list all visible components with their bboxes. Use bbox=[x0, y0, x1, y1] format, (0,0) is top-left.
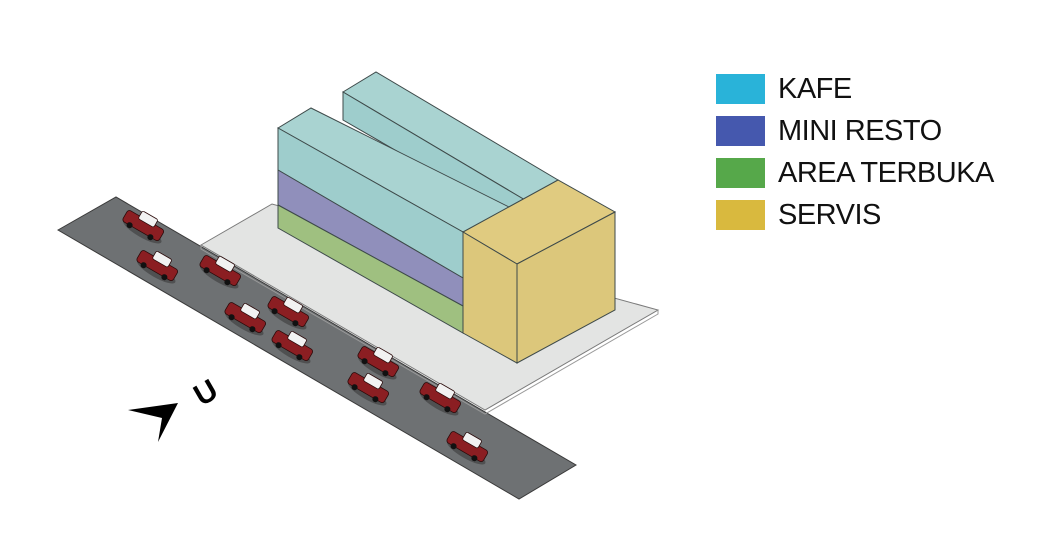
car-icon bbox=[271, 330, 313, 364]
legend: KAFE MINI RESTO AREA TERBUKA SERVIS bbox=[716, 68, 1036, 236]
legend-item-mini-resto: MINI RESTO bbox=[716, 110, 1036, 152]
legend-item-kafe: KAFE bbox=[716, 68, 1036, 110]
legend-swatch-area-terbuka bbox=[716, 158, 765, 188]
car-icon bbox=[419, 382, 461, 416]
legend-label-area-terbuka: AREA TERBUKA bbox=[778, 156, 994, 189]
legend-item-servis: SERVIS bbox=[716, 194, 1036, 236]
car-icon bbox=[199, 255, 241, 289]
car-icon bbox=[267, 296, 309, 330]
car-icon bbox=[122, 210, 164, 244]
road bbox=[56, 196, 577, 500]
car-group bbox=[122, 210, 488, 465]
legend-label-mini-resto: MINI RESTO bbox=[778, 114, 942, 147]
car-icon bbox=[224, 302, 266, 336]
servis-block bbox=[461, 179, 617, 364]
legend-swatch-servis bbox=[716, 200, 765, 230]
legend-swatch-kafe bbox=[716, 74, 765, 104]
legend-swatch-mini-resto bbox=[716, 116, 765, 146]
legend-label-servis: SERVIS bbox=[778, 198, 881, 231]
site-plate-edge bbox=[200, 245, 659, 415]
car-icon bbox=[357, 346, 399, 380]
north-label: U bbox=[188, 373, 223, 412]
car-icon bbox=[347, 372, 389, 406]
car-icon bbox=[136, 250, 178, 284]
car-icon bbox=[446, 431, 488, 465]
legend-item-area-terbuka: AREA TERBUKA bbox=[716, 152, 1036, 194]
north-arrow-icon bbox=[128, 403, 178, 442]
legend-label-kafe: KAFE bbox=[778, 72, 852, 105]
